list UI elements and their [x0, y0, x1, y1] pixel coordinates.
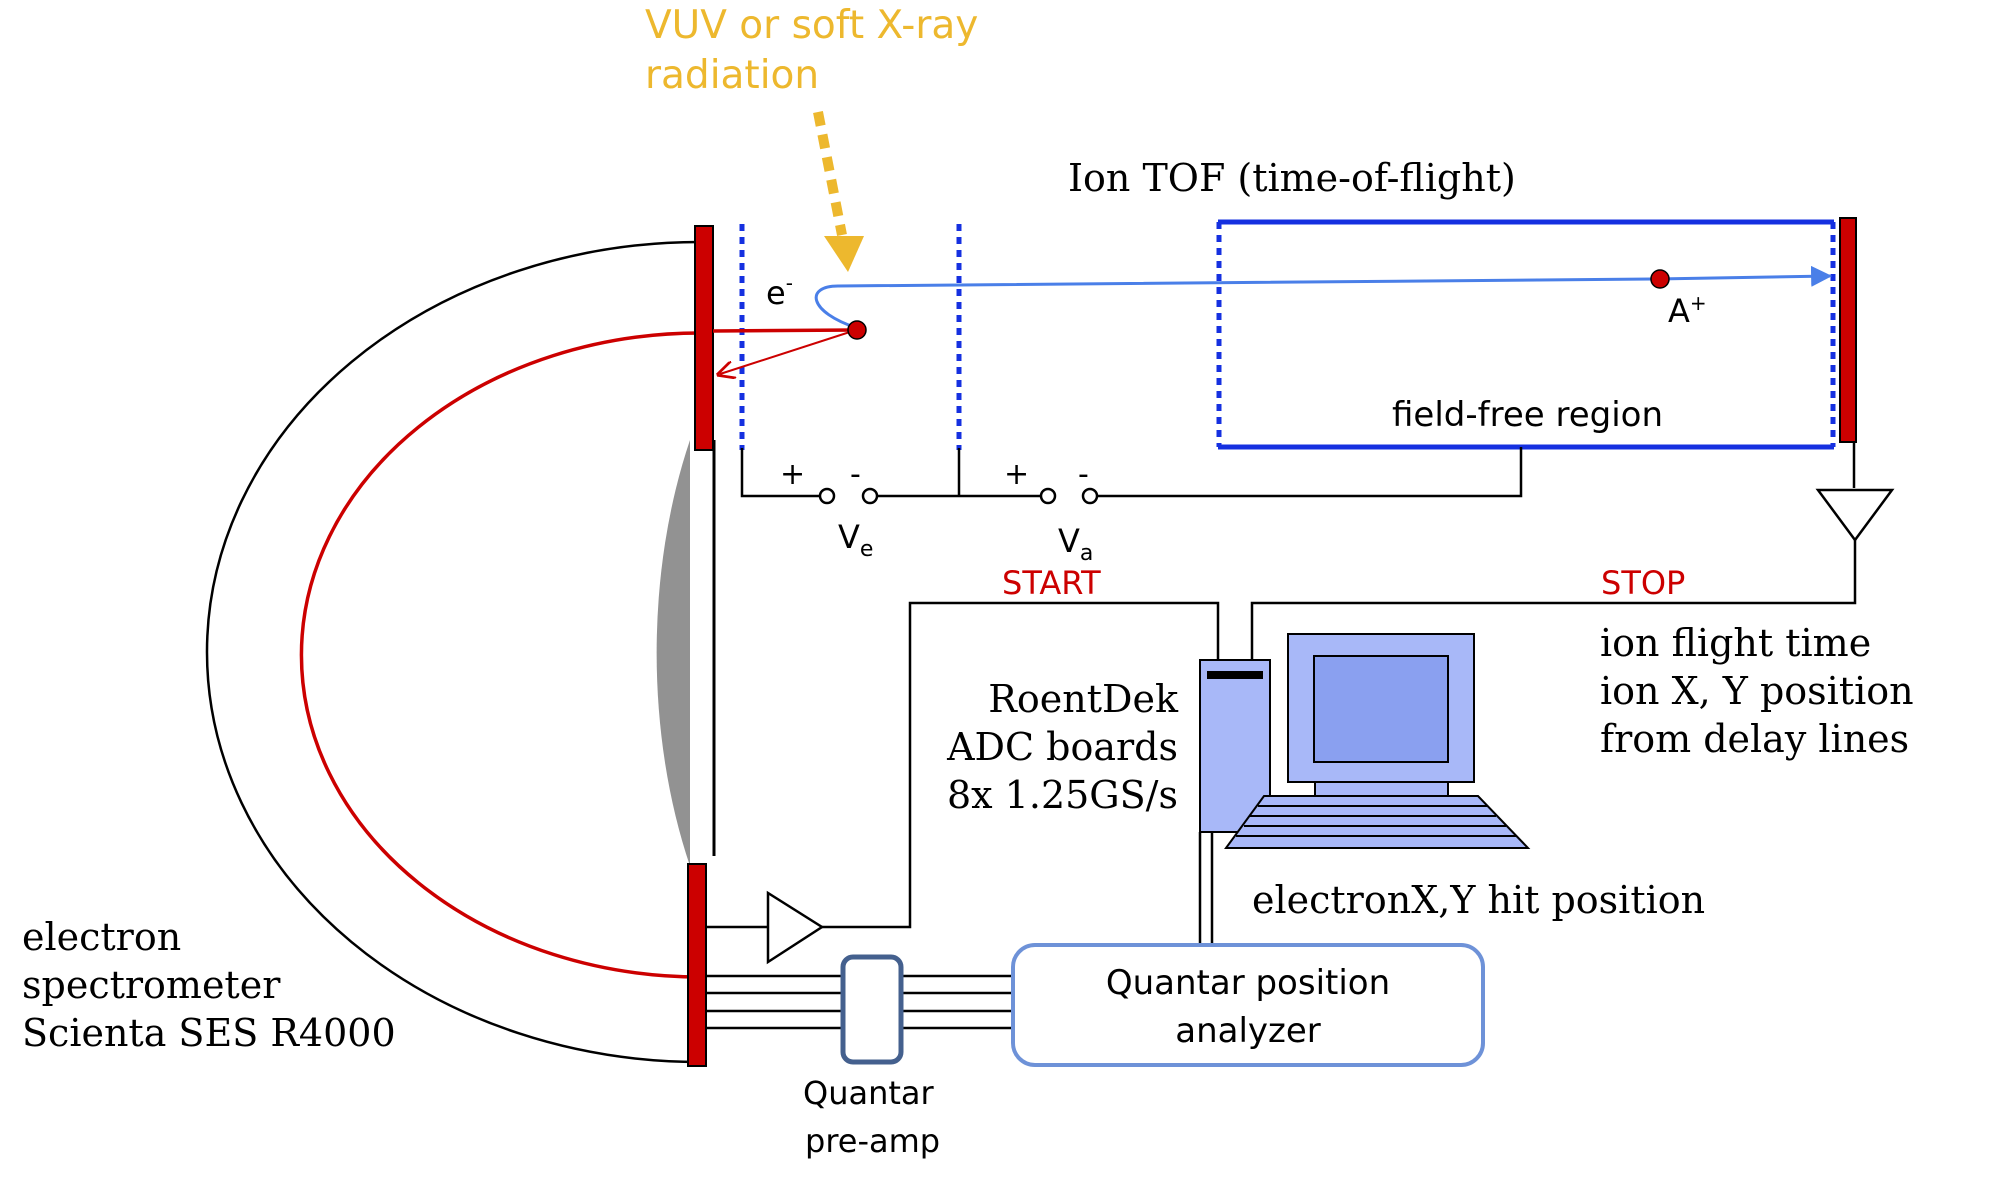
ion-output-line2: ion X, Y position: [1600, 669, 1914, 713]
inner-hemisphere: [656, 440, 690, 866]
outer-hemisphere: [205, 240, 701, 1064]
analyzer-label-line1: Quantar position: [1106, 963, 1390, 1003]
radiation-arrowhead: [824, 236, 864, 272]
quantar-analyzer-box: [1011, 943, 1485, 1067]
electron-mcp-detector: [687, 863, 707, 1067]
spectrometer-label-line1: electron: [22, 915, 181, 959]
analyzer-label-line2: analyzer: [1175, 1011, 1321, 1051]
electron-label: e-: [766, 271, 793, 312]
electron-spectrometer: [205, 240, 716, 1064]
field-free-label: field-free region: [1392, 395, 1663, 435]
spectrometer-label-line3: Scienta SES R4000: [22, 1011, 396, 1055]
ion-output-line1: ion flight time: [1600, 621, 1871, 665]
electron-hit-label: electronX,Y hit position: [1252, 878, 1705, 922]
radiation-label-line1: VUV or soft X-ray: [645, 3, 978, 48]
ion-trajectory: [814, 265, 1833, 330]
va-minus-sign: -: [1078, 457, 1089, 492]
electron-path-horizontal: [712, 328, 857, 333]
stop-signal-label: STOP: [1601, 564, 1685, 602]
adc-label-line3: 8x 1.25GS/s: [947, 773, 1178, 817]
electron-trajectory-arc: [299, 331, 701, 979]
electron-amplifier: [706, 601, 1220, 965]
radiation-label-line2: radiation: [645, 53, 819, 98]
radiation-beam: [813, 111, 864, 272]
ve-plus-sign: +: [780, 457, 805, 492]
ve-minus-sign: -: [850, 457, 861, 492]
quantar-preamp-box: [840, 954, 904, 1065]
ion-output-line3: from delay lines: [1600, 717, 1909, 761]
ion-particle: [1650, 269, 1670, 289]
ion-amplifier: [1250, 442, 1895, 660]
ionization-point: [847, 320, 867, 340]
preamp-label-line1: Quantar: [803, 1074, 935, 1112]
adc-label-line1: RoentDek: [988, 677, 1179, 721]
ion-label: A+: [1668, 291, 1707, 330]
va-plus-sign: +: [1004, 457, 1029, 492]
preamp-label-line2: pre-amp: [805, 1122, 940, 1160]
tof-title: Ion TOF (time-of-flight): [1068, 156, 1516, 200]
ve-label: Ve: [838, 518, 873, 562]
voltage-circuit: [740, 447, 1523, 505]
electron-entrance-detector: [694, 225, 714, 451]
va-label: Va: [1058, 522, 1093, 566]
adc-label-line2: ADC boards: [946, 725, 1178, 769]
ion-detector: [1839, 217, 1857, 443]
field-free-region-box: [1216, 219, 1836, 450]
spectrometer-label-line2: spectrometer: [22, 963, 281, 1007]
computer-icon: [1199, 633, 1531, 849]
electron-path-arrow: [720, 329, 857, 374]
start-signal-label: START: [1002, 564, 1101, 602]
